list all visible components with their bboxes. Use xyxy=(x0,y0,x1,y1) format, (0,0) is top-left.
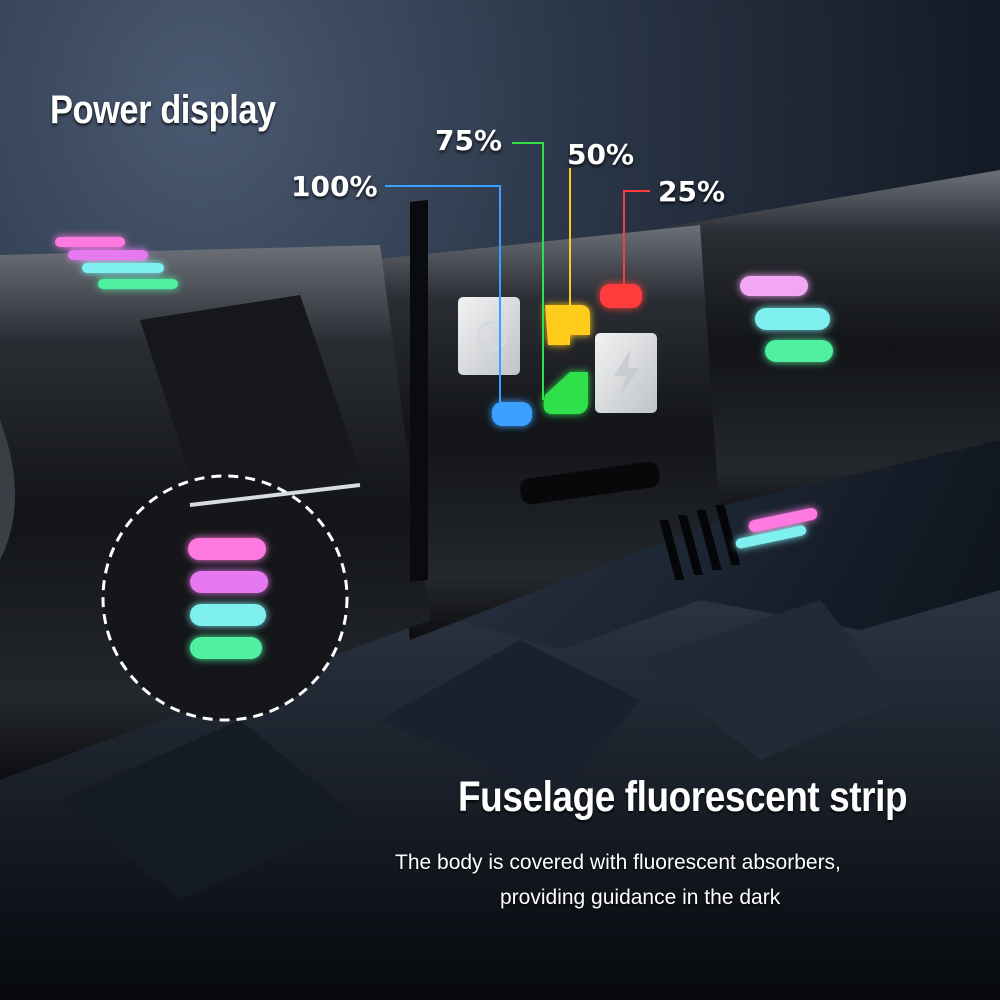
strip-violet xyxy=(68,250,148,260)
strip-group-head xyxy=(55,237,178,289)
grip-ring xyxy=(410,200,428,582)
rock-facet xyxy=(60,720,360,900)
level-label-75: 75% xyxy=(435,124,503,157)
power-display-title: Power display xyxy=(50,88,276,132)
leader-100 xyxy=(385,185,501,405)
power-icon xyxy=(476,320,508,352)
strip-pink xyxy=(748,507,818,533)
strip-cyan xyxy=(82,263,164,273)
head-notch xyxy=(140,295,360,505)
strip-violet xyxy=(190,571,268,593)
leader-75 xyxy=(512,142,544,400)
strip-group-tail xyxy=(740,276,833,362)
strip-green xyxy=(98,279,178,289)
zoom-circle xyxy=(101,474,349,722)
strip-cyan xyxy=(190,604,266,626)
fuselage-title: Fuselage fluorescent strip xyxy=(458,773,908,821)
level-label-25: 25% xyxy=(658,175,726,208)
rock-facet xyxy=(380,640,640,800)
leader-25 xyxy=(623,190,650,290)
led-50 xyxy=(545,305,590,345)
strip-pink xyxy=(55,237,125,247)
bolt-icon xyxy=(614,350,640,396)
strip-cyan xyxy=(755,308,830,330)
lens-edge xyxy=(0,420,15,560)
zoom-edge xyxy=(189,483,361,507)
power-button xyxy=(458,297,520,375)
description-line-2: providing guidance in the dark xyxy=(500,886,781,909)
level-label-100: 100% xyxy=(291,170,378,203)
strip-cyan xyxy=(735,525,807,549)
description-line-1: The body is covered with fluorescent abs… xyxy=(395,851,841,874)
vent-slots xyxy=(659,505,741,580)
led-100 xyxy=(492,402,532,426)
led-25 xyxy=(600,284,642,308)
rock-facet xyxy=(640,600,900,760)
level-label-50: 50% xyxy=(567,138,635,171)
flashlight-middle xyxy=(370,225,720,640)
strip-green xyxy=(765,340,833,362)
strip-pink xyxy=(188,538,266,560)
strip-pink xyxy=(740,276,808,296)
strip-green xyxy=(190,637,262,659)
led-75 xyxy=(543,372,588,414)
strip-group-zoom xyxy=(188,538,268,659)
strip-group-bottom xyxy=(735,507,818,549)
slot-window xyxy=(520,461,660,505)
